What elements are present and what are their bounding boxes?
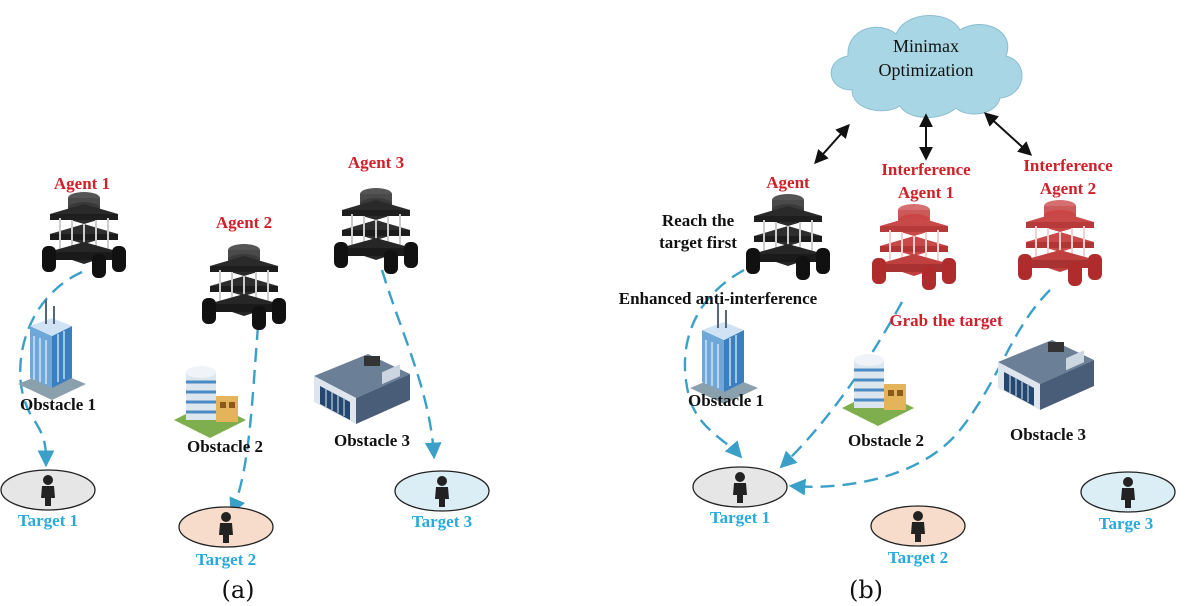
interference-agent-1-robot-icon: [871, 203, 957, 291]
target-3-b-label: Targe 3: [1099, 514, 1154, 533]
reach-line-1: Reach the: [662, 211, 735, 230]
agent-label: Agent: [766, 173, 810, 192]
caption-a: (a): [221, 576, 254, 604]
office-tower-icon: [689, 303, 759, 405]
path-agent: [683, 268, 745, 459]
agent-2-label: Agent 2: [216, 213, 272, 232]
agent-1-label: Agent 1: [54, 174, 110, 193]
target-2-b-label: Target 2: [888, 548, 948, 567]
agent-2-robot-icon: [201, 243, 287, 331]
warehouse-icon: [997, 339, 1095, 411]
panel-b: Minimax Optimization Agent Interference …: [619, 15, 1176, 604]
enhanced-label: Enhanced anti-interference: [619, 289, 818, 308]
interference-2-line-2: Agent 2: [1040, 179, 1096, 198]
office-tower-icon: [17, 299, 87, 401]
agent-1-robot-icon: [41, 191, 127, 279]
path-interference-2: [788, 289, 1051, 496]
path-agent2: [229, 325, 260, 516]
interference-1-line-2: Agent 1: [898, 183, 954, 202]
obstacle-3-b-label: Obstacle 3: [1010, 425, 1086, 444]
obstacle-1-label: Obstacle 1: [20, 395, 96, 414]
interference-1-line-1: Interference: [881, 160, 971, 179]
caption-b: (b): [849, 576, 883, 604]
obstacle-2-b-label: Obstacle 2: [848, 431, 924, 450]
interference-agent-2-robot-icon: [1017, 199, 1103, 287]
panel-a: Agent 1 Agent 2 Agent 3 Obstacle 1 Obsta…: [0, 153, 490, 604]
target-3-label: Target 3: [412, 512, 472, 531]
link-agent-arrow: [814, 123, 850, 165]
reach-line-2: target first: [659, 233, 737, 252]
target-2-label: Target 2: [196, 550, 256, 569]
interference-2-line-1: Interference: [1023, 156, 1113, 175]
path-interference-1: [779, 301, 904, 469]
cloud-icon: [830, 15, 1023, 119]
agent-3-robot-icon: [333, 187, 419, 275]
obstacle-1-b-label: Obstacle 1: [688, 391, 764, 410]
path-agent3: [380, 269, 442, 460]
warehouse-icon: [313, 353, 411, 425]
cloud-line-2: Optimization: [879, 60, 974, 80]
target-1-b-label: Target 1: [710, 508, 770, 527]
target-1-label: Target 1: [18, 511, 78, 530]
obstacle-3-label: Obstacle 3: [334, 431, 410, 450]
round-building-icon: [172, 364, 248, 440]
obstacle-2-label: Obstacle 2: [187, 437, 263, 456]
agent-robot-icon: [745, 193, 831, 281]
round-building-icon: [840, 352, 916, 428]
grab-label: Grab the target: [889, 311, 1003, 330]
path-agent1: [19, 270, 83, 468]
cloud-line-1: Minimax: [893, 36, 959, 56]
agent-3-label: Agent 3: [348, 153, 404, 172]
link-interference-2-arrow: [983, 112, 1033, 156]
